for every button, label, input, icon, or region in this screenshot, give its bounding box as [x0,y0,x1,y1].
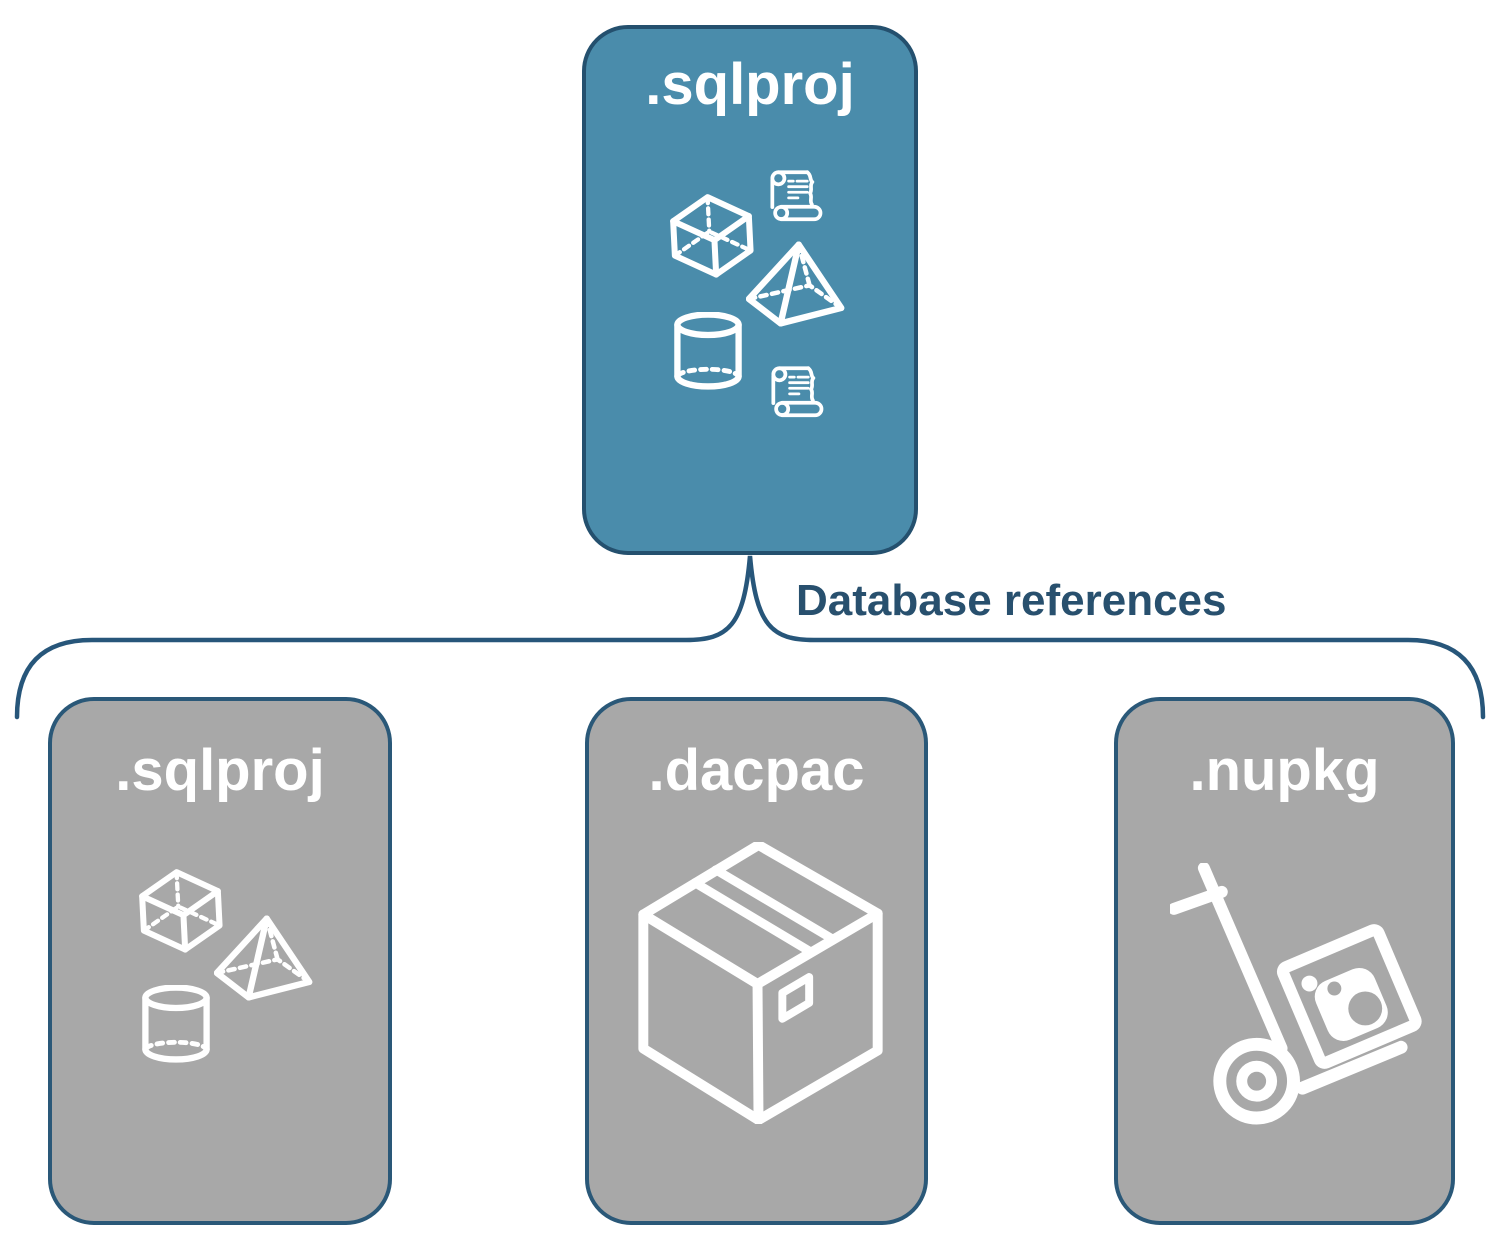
database-references-label: Database references [796,576,1227,625]
card-title: .nupkg [1189,738,1380,803]
pyramid-icon [746,241,845,327]
script-scroll-icon [771,366,824,418]
nuget-dolly-icon [1170,863,1422,1125]
cylinder-icon [142,985,210,1063]
package-box-icon [638,842,883,1124]
card-title: .dacpac [648,738,865,803]
cylinder-icon [674,312,742,390]
dacpac-reference-card: .dacpac [585,697,928,1225]
cube-icon [670,194,754,278]
cube-icon [139,869,223,953]
card-title: .sqlproj [115,738,325,803]
brace-connector [14,555,1486,720]
script-scroll-icon [770,170,823,222]
card-title: .sqlproj [645,52,855,117]
sqlproj-project-card: .sqlproj [582,25,918,555]
nupkg-reference-card: .nupkg [1114,697,1455,1225]
pyramid-icon [214,915,313,1001]
sqlproj-reference-card: .sqlproj [48,697,392,1225]
